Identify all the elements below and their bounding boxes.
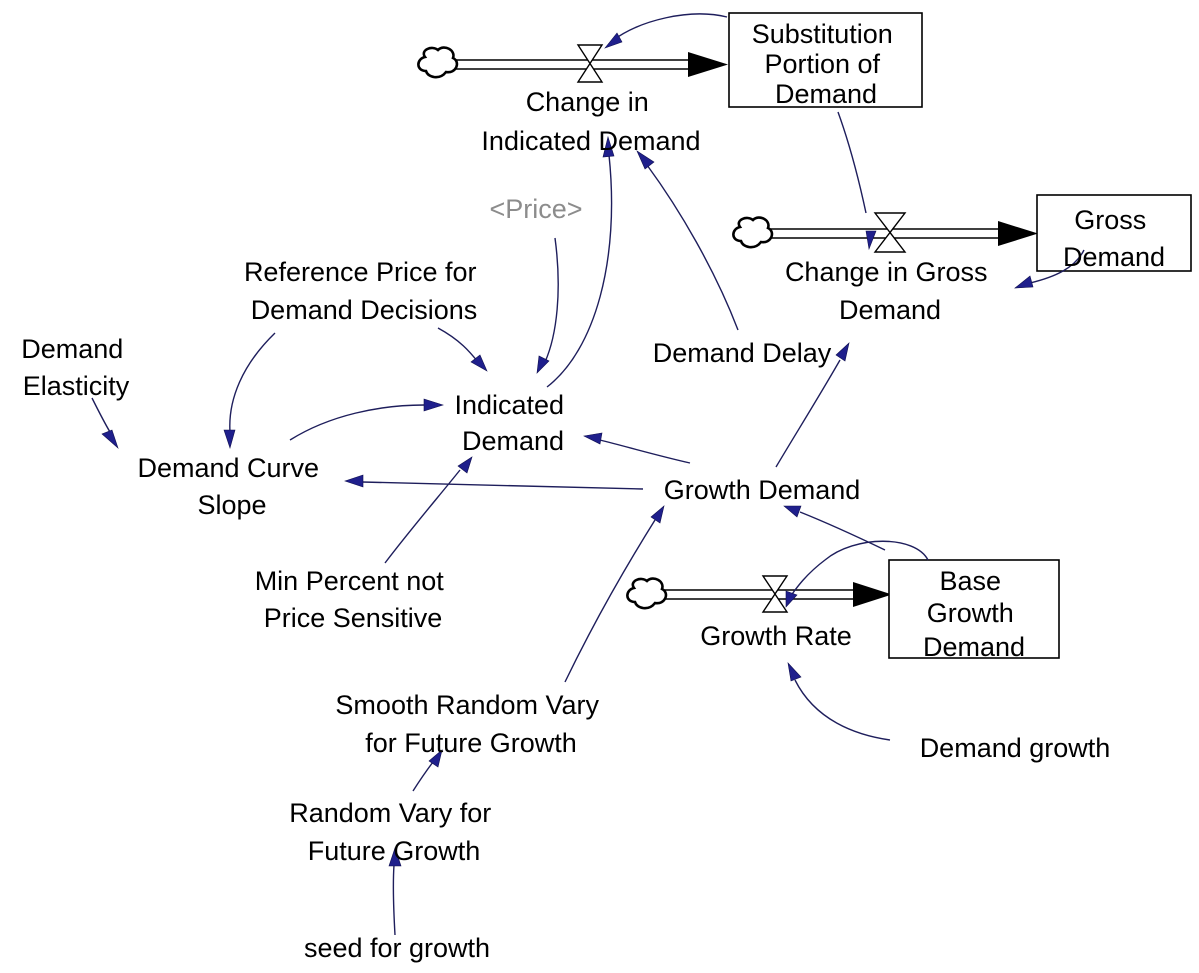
causal-links (91, 13, 1085, 936)
flow-pipe-change-gross (732, 212, 1038, 253)
variable-seed-label: seed for growth (304, 933, 490, 963)
flow-pipe-growth-rate (626, 575, 892, 613)
flow-arrow-icon (998, 221, 1038, 246)
stock-gross-label: Gross Demand (1063, 205, 1165, 272)
cloud-source-icon (626, 577, 668, 610)
variable-growth-demand-label: Growth Demand (664, 475, 861, 505)
cloud-source-icon (417, 46, 459, 79)
variable-demand-delay-label: Demand Delay (653, 338, 832, 368)
stock-box-gross[interactable] (1036, 194, 1192, 272)
flow-change-gross-label: Change in Gross Demand (785, 257, 995, 325)
flow-change-indicated-label: Change in Indicated Demand (481, 87, 700, 156)
variable-reference-price-label: Reference Price for Demand Decisions (244, 257, 484, 325)
stock-box-substitution[interactable] (728, 12, 923, 108)
variable-demand-elasticity-label: Demand Elasticity (21, 334, 131, 401)
stock-base-growth-label: Base Growth Demand (923, 566, 1025, 662)
flow-arrow-icon (688, 52, 728, 77)
flow-pipe-change-indicated (417, 44, 728, 83)
flow-arrow-icon (853, 582, 892, 607)
variable-smooth-random-label: Smooth Random Vary for Future Growth (335, 690, 606, 758)
valve-icon (873, 212, 907, 253)
stock-box-base-growth[interactable] (888, 559, 1060, 659)
valve-icon (576, 44, 604, 83)
stock-substitution-label: Substitution Portion of Demand (752, 19, 901, 109)
flow-growth-rate-label: Growth Rate (700, 621, 852, 651)
variable-indicated-demand-label: Indicated Demand (454, 390, 571, 456)
variable-random-vary-label: Random Vary for Future Growth (289, 798, 499, 866)
valve-icon (761, 575, 789, 613)
variable-price-label: <Price> (489, 194, 582, 224)
variable-min-percent-label: Min Percent not Price Sensitive (255, 566, 452, 633)
variable-demand-growth-label: Demand growth (920, 733, 1111, 763)
variable-demand-curve-slope-label: Demand Curve Slope (137, 453, 326, 520)
cloud-source-icon (732, 216, 774, 249)
